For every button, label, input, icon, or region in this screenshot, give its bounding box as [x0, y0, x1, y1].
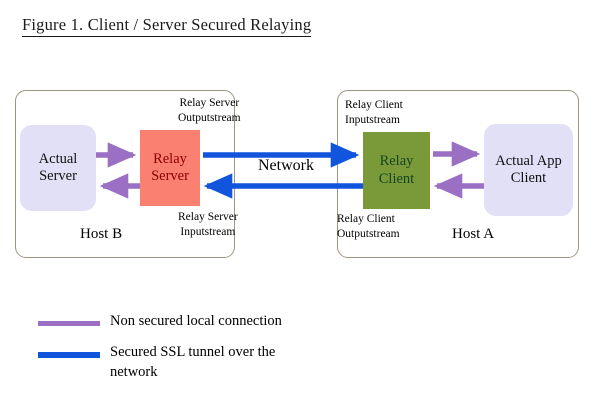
node-relay-client-line-2: Client: [378, 170, 415, 187]
label-relay-client-outputstream: Relay Client Outputstream: [337, 212, 400, 242]
node-actual-server-line-2: Server: [39, 168, 77, 184]
node-relay-server-line-1: Relay: [153, 150, 187, 167]
label-network: Network: [258, 157, 314, 174]
label-relay-client-outputstream-line-2: Outputstream: [337, 228, 400, 241]
label-relay-server-inputstream-line-2: Inputstream: [180, 226, 236, 239]
host-a-container: [337, 90, 579, 258]
node-relay-server: Relay Server: [140, 130, 200, 206]
label-relay-server-inputstream-line-1: Relay Server: [178, 211, 238, 223]
node-relay-client-line-1: Relay: [379, 153, 414, 170]
legend-swatch-non-secured: [38, 321, 100, 326]
node-relay-client: Relay Client: [363, 132, 430, 209]
label-relay-client-inputstream-line-2: Inputstream: [345, 114, 400, 127]
label-relay-server-inputstream: Relay Server Inputstream: [178, 210, 238, 240]
label-relay-client-inputstream-line-1: Relay Client: [345, 99, 403, 111]
host-b-container: [15, 90, 235, 258]
label-relay-client-inputstream: Relay Client Inputstream: [345, 98, 403, 128]
legend-label-secured-ssl: Secured SSL tunnel over the network: [110, 344, 276, 380]
node-actual-server-line-1: Actual: [38, 150, 78, 167]
page-title: Figure 1. Client / Server Secured Relayi…: [22, 15, 312, 37]
label-relay-client-outputstream-line-1: Relay Client: [337, 213, 395, 225]
label-relay-server-outputstream-line-2: Outputstream: [178, 112, 241, 125]
label-host-b: Host B: [80, 226, 123, 242]
label-relay-server-outputstream: Relay Server Outputstream: [178, 96, 241, 126]
node-actual-app-client-line-2: Client: [510, 170, 547, 186]
node-relay-server-line-2: Server: [151, 168, 189, 184]
label-relay-server-outputstream-line-1: Relay Server: [179, 97, 240, 109]
legend-label-non-secured: Non secured local connection: [110, 313, 282, 329]
node-actual-app-client: Actual App Client: [484, 124, 573, 216]
legend-swatch-secured-ssl: [38, 352, 100, 358]
node-actual-app-client-line-1: Actual App: [495, 152, 562, 169]
node-actual-server: Actual Server: [20, 125, 96, 211]
label-host-a: Host A: [452, 226, 495, 242]
